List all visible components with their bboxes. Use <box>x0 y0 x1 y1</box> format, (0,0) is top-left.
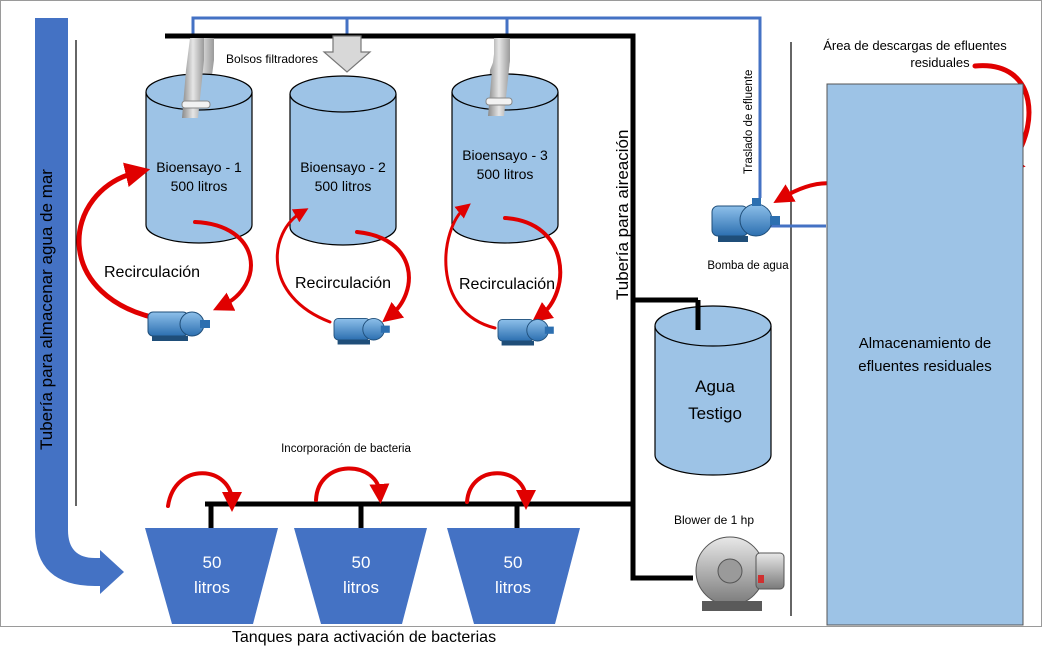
activation-tank-3 <box>447 528 580 624</box>
activation-tank-3-l1: 50 <box>504 553 523 572</box>
water-pump-label: Bomba de agua <box>707 260 789 272</box>
water-pump-icon <box>711 198 780 242</box>
blue-distribution-pipe <box>191 16 826 228</box>
effluent-transfer-label: Traslado de efluente <box>743 70 755 174</box>
activation-tank-2-l2: litros <box>343 578 379 597</box>
activation-tank-1-l2: litros <box>194 578 230 597</box>
storage-label-2: efluentes residuales <box>858 358 991 375</box>
bioassay-tank-1 <box>145 38 253 244</box>
incorporation-arrows <box>166 466 536 512</box>
effluent-storage <box>826 83 1024 626</box>
bioassay-2-volume: 500 litros <box>315 178 372 194</box>
recirc-label-2: Recirculación <box>295 275 391 292</box>
sea-water-pipe-label: Tubería para almacenar agua de mar <box>37 169 56 450</box>
pump-2-icon <box>333 317 390 345</box>
control-tank-label-2: Testigo <box>688 404 742 423</box>
aeration-pipe <box>165 33 701 581</box>
discharge-area-label-2: residuales <box>910 55 970 70</box>
control-tank-label-1: Agua <box>695 377 735 396</box>
diagram-frame <box>0 0 1042 627</box>
pump-3-icon <box>497 318 554 346</box>
bioassay-tank-3 <box>451 38 559 244</box>
discharge-area-label-1: Área de descargas de efluentes <box>823 38 1007 53</box>
bioassay-2-name: Bioensayo - 2 <box>300 159 386 175</box>
aeration-pipe-label: Tubería para aireación <box>613 130 632 300</box>
incorporation-label: Incorporación de bacteria <box>281 443 411 455</box>
bag-ring-1 <box>181 100 211 109</box>
recirc-label-1: Recirculación <box>104 264 200 281</box>
activation-tank-3-l2: litros <box>495 578 531 597</box>
bioassay-1-volume: 500 litros <box>171 178 228 194</box>
pump-1-icon <box>147 311 210 341</box>
bioassay-3-volume: 500 litros <box>477 166 534 182</box>
sea-water-pipe <box>35 18 124 594</box>
activation-tank-1-l1: 50 <box>203 553 222 572</box>
recirc-label-3: Recirculación <box>459 276 555 293</box>
activation-tanks-title: Tanques para activación de bacterias <box>232 629 496 646</box>
bioassay-1-name: Bioensayo - 1 <box>156 159 242 175</box>
filter-bags-label: Bolsos filtradores <box>226 52 318 66</box>
bioassay-3-name: Bioensayo - 3 <box>462 147 548 163</box>
activation-tank-2-l1: 50 <box>352 553 371 572</box>
blower-label: Blower de 1 hp <box>674 513 754 527</box>
activation-tank-1 <box>145 528 278 624</box>
bioassay-tank-2 <box>289 75 397 246</box>
storage-label-1: Almacenamiento de <box>859 335 992 352</box>
activation-tank-2 <box>294 528 427 624</box>
bag-ring-3 <box>485 97 513 106</box>
blower-icon <box>695 536 785 611</box>
control-water-tank <box>654 305 772 476</box>
